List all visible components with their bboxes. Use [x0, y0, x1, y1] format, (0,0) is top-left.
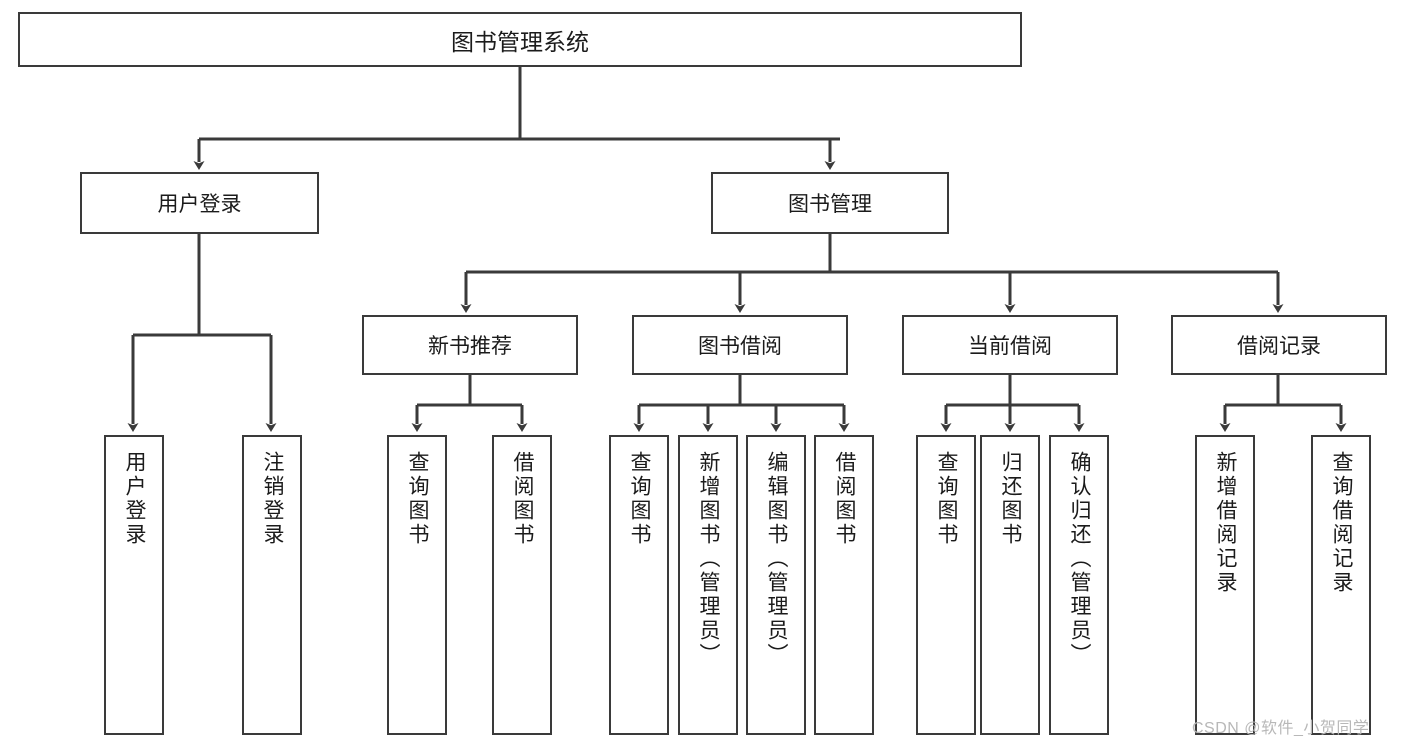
- node-label: 图书管理: [788, 193, 872, 216]
- leaf-label: 查询借阅记录: [1330, 451, 1354, 595]
- node-book-borrow[interactable]: 图书借阅: [632, 315, 848, 375]
- node-user-login[interactable]: 用户登录: [80, 172, 319, 234]
- leaf-confirm-return-admin[interactable]: 确认归还（管理员）: [1049, 435, 1109, 735]
- leaf-edit-book-admin[interactable]: 编辑图书（管理员）: [746, 435, 806, 735]
- leaf-borrow-book[interactable]: 借阅图书: [814, 435, 874, 735]
- leaf-add-borrow-record[interactable]: 新增借阅记录: [1195, 435, 1255, 735]
- leaf-return-book[interactable]: 归还图书: [980, 435, 1040, 735]
- node-root-system[interactable]: 图书管理系统: [18, 12, 1022, 67]
- leaf-query-book-recommend[interactable]: 查询图书: [387, 435, 447, 735]
- leaf-borrow-book-recommend[interactable]: 借阅图书: [492, 435, 552, 735]
- leaf-query-borrow-record[interactable]: 查询借阅记录: [1311, 435, 1371, 735]
- node-label: 当前借阅: [968, 335, 1052, 358]
- node-new-book-recommend[interactable]: 新书推荐: [362, 315, 578, 375]
- leaf-query-book-borrow[interactable]: 查询图书: [609, 435, 669, 735]
- leaf-add-book-admin[interactable]: 新增图书（管理员）: [678, 435, 738, 735]
- leaf-user-login[interactable]: 用户登录: [104, 435, 164, 735]
- leaf-label: 注销登录: [261, 451, 285, 547]
- node-current-borrow[interactable]: 当前借阅: [902, 315, 1118, 375]
- leaf-label: 新增图书（管理员）: [697, 451, 721, 667]
- node-book-management[interactable]: 图书管理: [711, 172, 949, 234]
- leaf-label: 借阅图书: [511, 451, 535, 547]
- leaf-label: 用户登录: [123, 451, 147, 547]
- leaf-label: 确认归还（管理员）: [1068, 451, 1092, 667]
- leaf-label: 借阅图书: [833, 451, 857, 547]
- node-borrow-record[interactable]: 借阅记录: [1171, 315, 1387, 375]
- leaf-label: 查询图书: [406, 451, 430, 547]
- leaf-label: 编辑图书（管理员）: [765, 451, 789, 667]
- node-label: 新书推荐: [428, 335, 512, 358]
- leaf-user-logout[interactable]: 注销登录: [242, 435, 302, 735]
- node-label: 图书管理系统: [451, 28, 589, 55]
- node-label: 图书借阅: [698, 335, 782, 358]
- node-label: 用户登录: [157, 193, 242, 216]
- csdn-watermark: CSDN @软件_小贺同学: [1192, 720, 1370, 737]
- leaf-label: 查询图书: [935, 451, 959, 547]
- leaf-query-book-current[interactable]: 查询图书: [916, 435, 976, 735]
- leaf-label: 新增借阅记录: [1214, 451, 1238, 595]
- leaf-label: 查询图书: [628, 451, 652, 547]
- node-label: 借阅记录: [1237, 335, 1321, 358]
- leaf-label: 归还图书: [999, 451, 1023, 547]
